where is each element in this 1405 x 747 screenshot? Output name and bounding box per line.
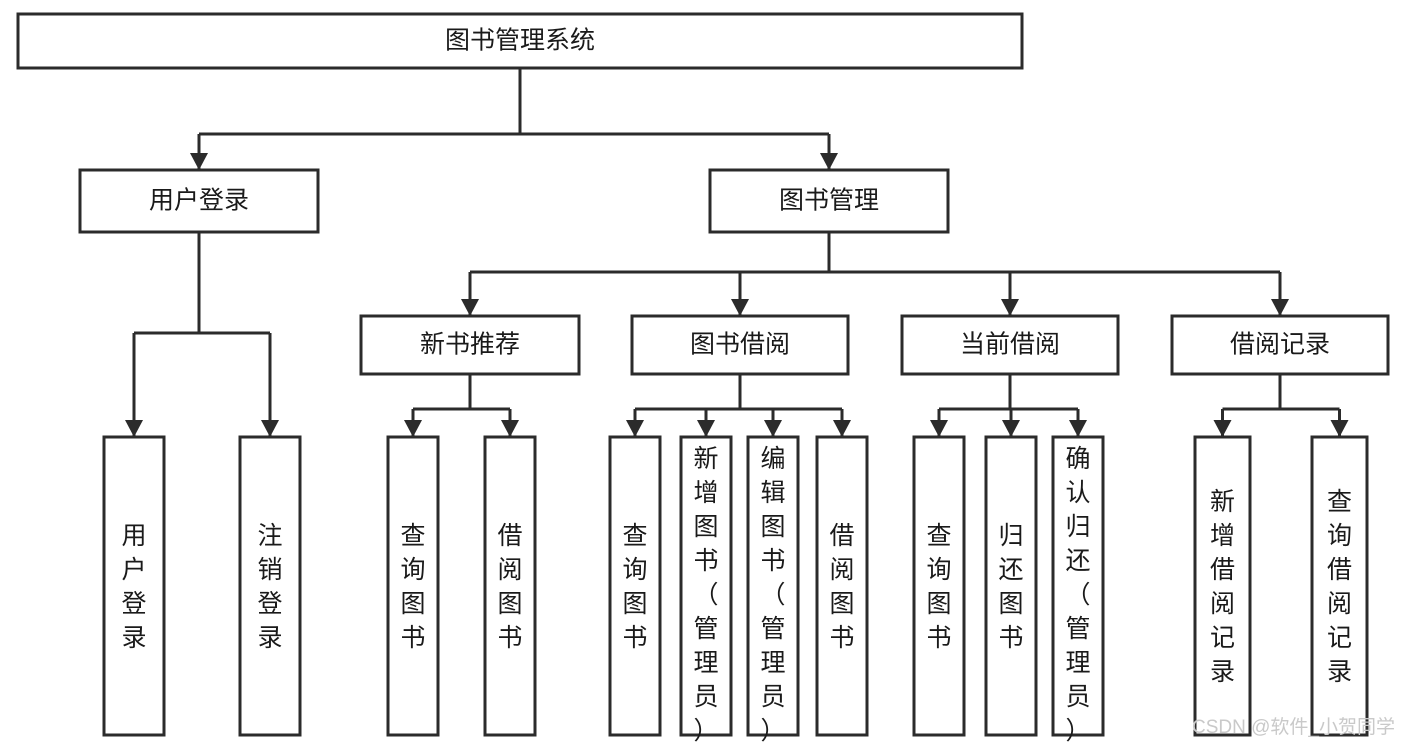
node-rect <box>238 435 302 737</box>
arrow-head-icon <box>1213 420 1232 437</box>
node-label: 当前借阅 <box>960 331 1060 359</box>
node-rect <box>386 435 440 737</box>
arrow-head-icon <box>820 153 838 170</box>
node-rect <box>900 314 1120 376</box>
node-label: 确认归还（管理员） <box>1065 445 1090 745</box>
node-rect <box>16 12 1024 70</box>
node-level1-book-management[interactable]: 图书管理 <box>708 168 950 234</box>
node-leaf-leaf-edit-book-admin[interactable]: 编辑图书（管理员） <box>746 435 800 745</box>
node-rect <box>483 435 537 737</box>
node-label: 借阅图书 <box>829 522 854 652</box>
node-level2-borrow-record[interactable]: 借阅记录 <box>1170 314 1390 376</box>
node-rect <box>1051 435 1105 737</box>
node-rect <box>679 435 733 737</box>
node-label: 借阅记录 <box>1230 331 1330 359</box>
node-leaf-leaf-logout-login[interactable]: 注销登录 <box>238 435 302 737</box>
arrow-head-icon <box>764 420 782 437</box>
node-leaf-leaf-borrow-book-rec[interactable]: 借阅图书 <box>483 435 537 737</box>
node-label: 图书管理系统 <box>445 27 595 55</box>
csdn-watermark: CSDN @软件_小贺同学 <box>1192 716 1395 738</box>
arrow-head-icon <box>833 420 851 437</box>
node-leaf-leaf-query-borrow-record[interactable]: 查询借阅记录 <box>1310 435 1369 737</box>
node-rect <box>630 314 850 376</box>
node-rect <box>1310 435 1369 737</box>
node-rect <box>78 168 320 234</box>
node-rect <box>359 314 581 376</box>
node-label: 归还图书 <box>998 522 1023 652</box>
node-label: 查询图书 <box>400 522 425 652</box>
connectors-layer <box>125 68 1349 437</box>
node-leaf-leaf-borrow-book[interactable]: 借阅图书 <box>815 435 869 737</box>
node-leaf-leaf-query-book-rec[interactable]: 查询图书 <box>386 435 440 737</box>
node-label: 注销登录 <box>257 522 282 652</box>
node-label: 借阅图书 <box>497 522 522 652</box>
node-rect <box>102 435 166 737</box>
arrow-head-icon <box>697 420 715 437</box>
node-rect <box>1193 435 1252 737</box>
node-level1-user-login[interactable]: 用户登录 <box>78 168 320 234</box>
arrow-head-icon <box>404 420 422 437</box>
node-label: 用户登录 <box>121 522 146 652</box>
node-leaf-leaf-return-book[interactable]: 归还图书 <box>984 435 1038 737</box>
arrow-head-icon <box>461 299 479 316</box>
arrow-head-icon <box>261 420 279 437</box>
node-rect <box>1170 314 1390 376</box>
node-level2-new-book-recommend[interactable]: 新书推荐 <box>359 314 581 376</box>
arrow-head-icon <box>930 420 948 437</box>
node-label: 查询图书 <box>926 522 951 652</box>
node-label: 查询图书 <box>622 522 647 652</box>
node-label: 新书推荐 <box>420 331 520 359</box>
node-leaf-leaf-query-book-borrow[interactable]: 查询图书 <box>608 435 662 737</box>
arrow-head-icon <box>125 420 143 437</box>
node-label: 用户登录 <box>149 187 249 215</box>
node-root-root[interactable]: 图书管理系统 <box>16 12 1024 70</box>
node-rect <box>815 435 869 737</box>
node-rect <box>608 435 662 737</box>
node-level2-current-borrow[interactable]: 当前借阅 <box>900 314 1120 376</box>
node-rect <box>912 435 966 737</box>
arrow-head-icon <box>190 153 208 170</box>
arrow-head-icon <box>501 420 519 437</box>
node-label: 新增图书（管理员） <box>693 445 718 745</box>
node-rect <box>984 435 1038 737</box>
node-leaf-leaf-confirm-return-admin[interactable]: 确认归还（管理员） <box>1051 435 1105 745</box>
node-leaf-leaf-add-book-admin[interactable]: 新增图书（管理员） <box>679 435 733 745</box>
node-leaf-leaf-query-book-current[interactable]: 查询图书 <box>912 435 966 737</box>
arrow-head-icon <box>1330 420 1349 437</box>
node-rect <box>746 435 800 737</box>
arrow-head-icon <box>731 299 749 316</box>
node-label: 查询借阅记录 <box>1327 488 1352 686</box>
nodes-layer: 图书管理系统用户登录图书管理新书推荐图书借阅当前借阅借阅记录用户登录注销登录查询… <box>16 12 1390 745</box>
arrow-head-icon <box>1069 420 1087 437</box>
arrow-head-icon <box>1271 299 1289 316</box>
node-label: 图书借阅 <box>690 331 790 359</box>
node-leaf-leaf-user-login[interactable]: 用户登录 <box>102 435 166 737</box>
node-label: 图书管理 <box>779 187 879 215</box>
node-leaf-leaf-add-borrow-record[interactable]: 新增借阅记录 <box>1193 435 1252 737</box>
node-level2-book-borrow[interactable]: 图书借阅 <box>630 314 850 376</box>
arrow-head-icon <box>626 420 644 437</box>
node-label: 新增借阅记录 <box>1210 488 1235 686</box>
arrow-head-icon <box>1002 420 1020 437</box>
arrow-head-icon <box>1001 299 1019 316</box>
node-label: 编辑图书（管理员） <box>760 445 785 745</box>
node-rect <box>708 168 950 234</box>
